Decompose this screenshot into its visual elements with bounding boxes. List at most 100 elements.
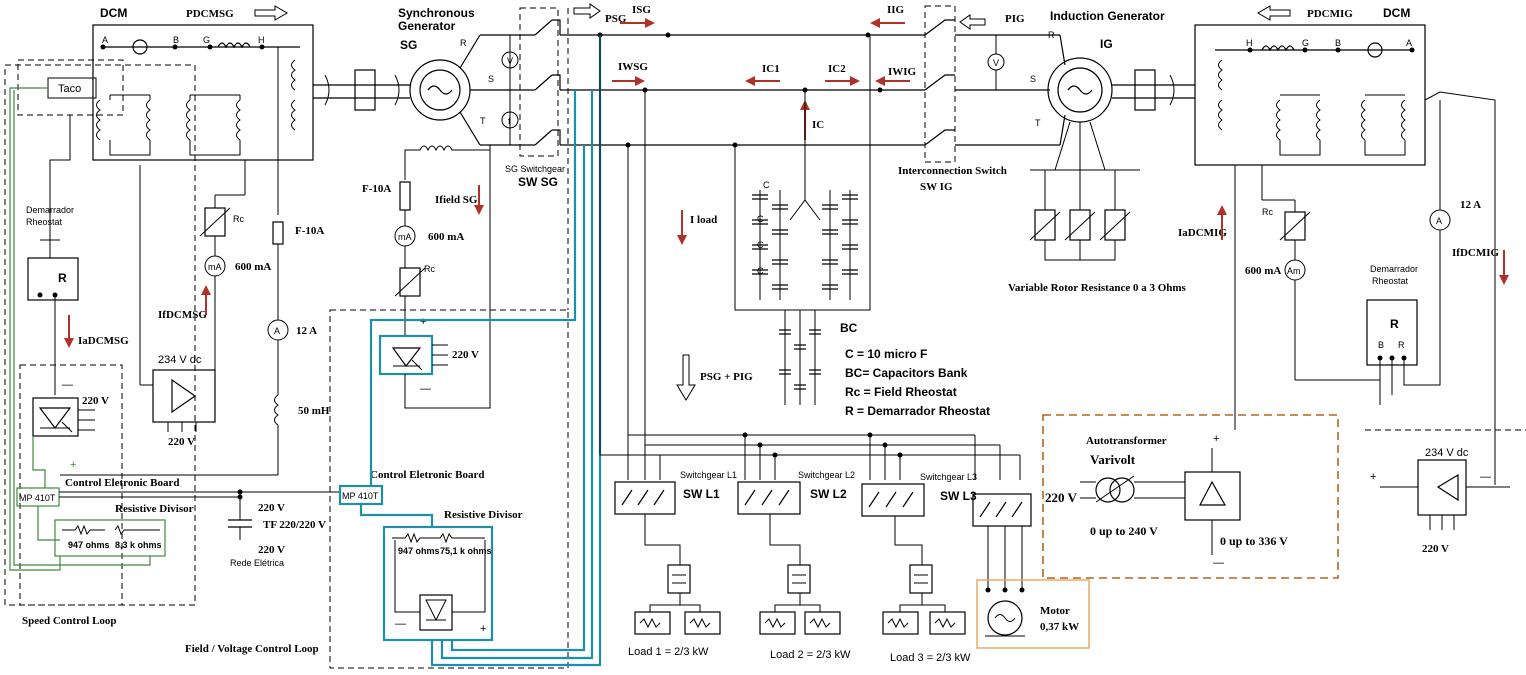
load-power-arrow [676,354,696,401]
legend-r: R = Demarrador Rheostat [845,404,990,418]
rectifier-triangle-icon [1199,480,1227,506]
switchgear-l2: Switchgear L2 SW L2 Load 2 = 2/3 kW [737,470,855,661]
sw-l3-label: SW L3 [940,489,977,503]
plus-sign-right: + [1370,471,1376,483]
sg-title-2: Generator [398,19,456,33]
motor-kw-label: 0,37 kW [1040,621,1079,633]
ic1-label: IC1 [762,63,780,75]
coupling-left [354,69,376,111]
resistor-chain-1-icon [62,524,160,536]
ig-shaft [1112,69,1195,111]
p-dcmig-label: PDCMIG [1307,8,1353,20]
ifdcmsg-label: IfDCMSG [158,309,207,321]
main-bus [560,32,925,148]
psg-flow-arrow [573,3,601,19]
load1-resistor-left [634,611,671,635]
power-flow-arrow-ig [1257,5,1291,21]
a-meter-right-label: A [1436,216,1442,226]
psg-pig-label: PSG + PIG [700,371,753,383]
load2-resistor-left [759,611,796,635]
iig-label: IIG [887,4,905,16]
iadcmig-label: IaDCMIG [1178,227,1227,239]
a-meter-left-label: A [274,326,280,336]
ma-label-2: mA [398,232,412,242]
demarrador-label-2: Demarrador [1370,264,1418,274]
ma600-label-3: 600 mA [1245,265,1281,277]
ic2-arrow [825,76,860,86]
plus-sign-rectifier: + [480,623,486,635]
iadcmsg-label: IaDCMSG [78,335,129,347]
ohm947-label-1: 947 ohms [68,540,110,550]
v0-240-label: 0 up to 240 V [1090,524,1158,538]
p-dcmsg-label: PDCMSG [186,8,234,20]
switchgear-motor [972,493,1032,593]
sg-field-winding-icon [404,145,491,160]
load3-resistor-left [882,611,919,635]
thyristor-left-icon [38,407,72,429]
ifdcmsg-arrow [201,285,211,315]
switchgear-l3: Switchgear L3 SW L3 Load 3 = 2/3 kW [861,472,977,664]
f10a-label-2: F-10A [362,183,391,195]
isg-label: ISG [632,4,651,16]
capacitor-bank: C C C C BC [734,35,871,405]
induction-generator: Induction Generator IG V R S T Variable … [955,9,1187,294]
ifdcmig-arrow [1499,250,1509,285]
minus-sign-speed: — [62,379,73,391]
minus-sign-rectifier: — [395,618,406,630]
ohm947-label-2: 947 ohms [398,546,440,556]
dcm-sg-block: DCM PDCMSG A B G H Taco [47,5,314,161]
dcm-sg-label: DCM [100,6,127,20]
sw-sg-label: SW SG [518,175,558,189]
field-voltage-control-loop: Field / Voltage Control Loop F-10A Ifiel… [185,8,602,669]
iwig-arrow [875,76,910,86]
sg-phase-r: R [460,38,467,48]
ig-phase-r: R [1048,30,1055,40]
load2-resistor-top [787,564,811,594]
r-box-left-label: R [58,271,67,285]
motor-block: Motor 0,37 kW [976,579,1090,649]
am-label: Am [1287,266,1301,276]
v220-label-c: 220 V [258,502,285,514]
sw-l1-label: SW L1 [683,487,720,501]
dc-armature-icon [132,39,148,55]
ig-sine-icon [1067,85,1093,95]
iig-arrow [870,18,905,28]
variable-rotor-resistors [1029,170,1131,261]
iadcmig-arrow [1217,205,1227,240]
synchronous-generator: Synchronous Generator SG R S T V f [398,6,535,146]
rede-eletrica-label: Rede Elétrica [230,558,284,568]
ifield-sg-label: Ifield SG [435,194,478,206]
terminal-r-demarrador: R [1398,340,1405,350]
v220-label-e: 220 V [1045,490,1078,505]
iload-label: I load [690,214,717,226]
varivolt-label: Varivolt [1090,452,1136,467]
ig-phase-s: S [1030,74,1036,84]
fuse-f10a-1 [272,221,284,245]
plus-sign-field: + [420,316,426,328]
legend: C = 10 micro F BC= Capacitors Bank Rc = … [845,347,990,418]
c-label-3: C [757,240,764,250]
ifield-sg-arrow [474,185,484,215]
ic2-label: IC2 [828,63,846,75]
dcm-ig-label: DCM [1383,6,1410,20]
dcm-ig-block: DCM PDCMIG H G B A [1194,5,1426,166]
c-label-2: C [757,214,764,224]
rheostat-label-2: Rheostat [1372,276,1409,286]
resdiv-label-2: Resistive Divisor [444,509,523,521]
resistor-chain-2-icon [392,532,485,544]
capacitor-column-bottom [779,310,821,405]
autotransformer-block: Autotransformer Varivolt 220 V 0 up to 2… [1042,414,1339,579]
load3-resistor-top [909,564,933,594]
motor-label: Motor [1040,605,1070,617]
v220-label-a: 220 V [82,395,109,407]
capacitor-column-left [752,190,858,300]
sg-f-label: f [508,116,511,126]
rectifier-field-icon [425,599,447,622]
terminal-b-demarrador: B [1378,340,1384,350]
mp410t-label-2: MP 410T [342,491,379,501]
c-label-4: C [757,266,764,276]
load2-label: Load 2 = 2/3 kW [770,649,851,661]
autotransformer-label: Autotransformer [1086,435,1167,447]
converter-triangle-left-icon [171,378,197,414]
mp410t-label-1: MP 410T [19,493,56,503]
